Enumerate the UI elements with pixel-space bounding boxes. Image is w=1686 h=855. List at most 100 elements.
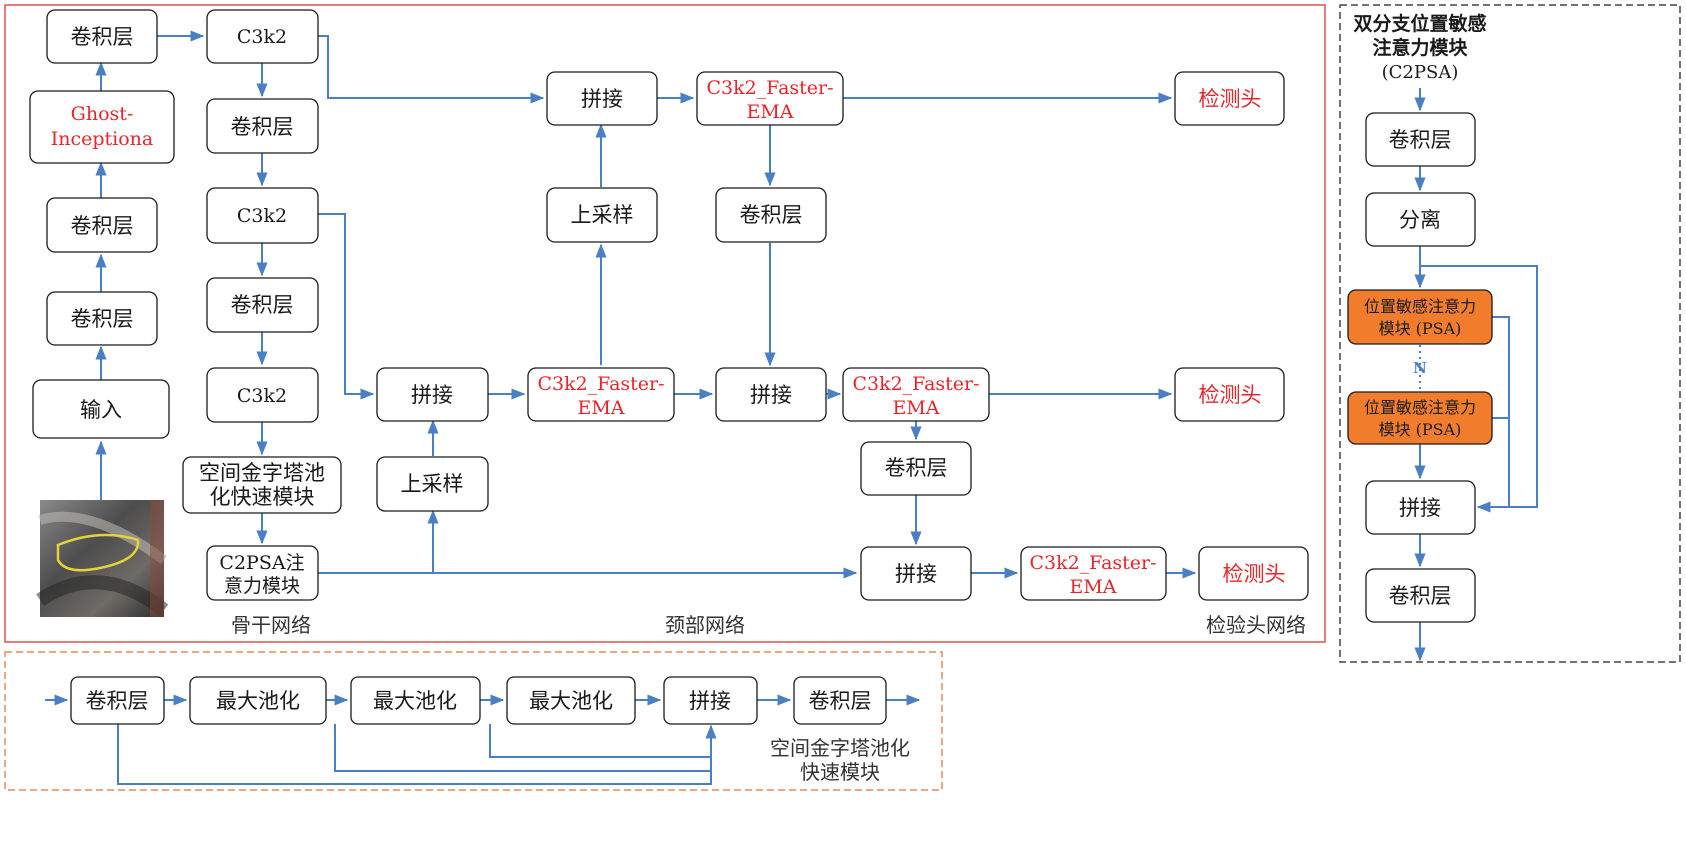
box-label: EMA <box>1069 576 1116 598</box>
box-label: C3k2 <box>237 205 287 227</box>
box-label: 卷积层 <box>740 203 803 227</box>
box-label: EMA <box>746 101 793 123</box>
box-label: 位置敏感注意力 <box>1364 297 1476 316</box>
conv-box <box>1365 112 1476 167</box>
conv-box <box>46 9 158 64</box>
concat-box <box>663 676 758 725</box>
connectors <box>45 30 1538 785</box>
arrow <box>489 724 711 758</box>
ghost-inception-box <box>29 90 175 164</box>
box-label: 卷积层 <box>71 25 134 49</box>
c2psa-box <box>206 545 319 601</box>
c3k2-box <box>206 187 319 244</box>
box-label: C3k2 <box>237 385 287 407</box>
box-label: 意力模块 <box>224 575 300 597</box>
box-label: C3k2_Faster- <box>852 373 979 395</box>
maxpool-box <box>350 676 481 725</box>
concat-box <box>376 367 489 422</box>
arrow <box>334 724 711 772</box>
box-label: 卷积层 <box>71 214 134 238</box>
box-label: 分离 <box>1399 208 1441 232</box>
c3k2-box <box>206 367 319 423</box>
box-label: 拼接 <box>581 87 623 111</box>
box-label: 检测头 <box>1199 87 1262 111</box>
arrow <box>318 213 375 400</box>
conv-box <box>46 291 158 346</box>
conv-box <box>46 197 158 253</box>
box-label: 拼接 <box>895 562 937 586</box>
box-label: C3k2_Faster- <box>1029 552 1156 574</box>
c3k2-faster-ema-box <box>1020 546 1167 601</box>
detection-head-box <box>1174 367 1285 422</box>
sppf-box <box>182 456 342 514</box>
conv-box <box>1365 568 1476 623</box>
head-label: 检验头网络 <box>1206 613 1306 637</box>
box-label: 卷积层 <box>1389 128 1452 152</box>
c2psa-detail-frame <box>1339 4 1681 663</box>
backbone-label: 骨干网络 <box>231 613 311 637</box>
conv-box <box>206 277 319 333</box>
concat-box <box>715 367 827 422</box>
box-label: 拼接 <box>1399 496 1441 520</box>
box-label: C3k2_Faster- <box>537 373 664 395</box>
box-label: 模块 (PSA) <box>1379 319 1462 338</box>
box-label: 检测头 <box>1223 562 1286 586</box>
box-label: 空间金字塔池 <box>199 461 325 485</box>
input-box <box>32 379 170 439</box>
upsample-box <box>546 187 658 243</box>
box-label: EMA <box>577 397 624 419</box>
box-label: 卷积层 <box>86 689 149 713</box>
maxpool-box <box>189 676 327 725</box>
detection-head-box <box>1198 546 1309 601</box>
maxpool-box <box>506 676 636 725</box>
box-label: 上采样 <box>571 203 634 227</box>
box-label: 卷积层 <box>809 689 872 713</box>
conv-box <box>715 187 827 243</box>
arrow <box>1492 316 1510 507</box>
box-label: 最大池化 <box>529 689 613 713</box>
box-label: 卷积层 <box>1389 584 1452 608</box>
sppf-detail-frame <box>4 651 943 791</box>
box-label: Inceptiona <box>51 128 154 150</box>
box-label: 输入 <box>80 398 122 422</box>
arrow <box>117 724 717 785</box>
c2psa-title: 双分支位置敏感 <box>1353 12 1486 35</box>
repeat-n-label: N <box>1413 359 1427 377</box>
box-label: C2PSA注 <box>219 552 304 574</box>
box-label: C3k2 <box>237 26 287 48</box>
box-label: 卷积层 <box>885 456 948 480</box>
box-label: EMA <box>892 397 939 419</box>
box-label: 检测头 <box>1199 383 1262 407</box>
conv-box <box>70 676 165 725</box>
box-label: Ghost- <box>71 103 134 125</box>
box-label: 卷积层 <box>71 307 134 331</box>
c3k2-faster-ema-box <box>696 71 844 126</box>
c2psa-title: (C2PSA) <box>1382 62 1459 83</box>
psa-box <box>1347 289 1493 345</box>
box-label: 拼接 <box>689 689 731 713</box>
sppf-label: 快速模块 <box>800 760 880 784</box>
conv-box <box>793 676 887 725</box>
box-label: 上采样 <box>401 472 464 496</box>
upsample-box <box>376 456 489 512</box>
box-label: 最大池化 <box>216 689 300 713</box>
concat-box <box>546 71 658 126</box>
box-label: 卷积层 <box>231 115 294 139</box>
concat-box <box>1365 480 1476 535</box>
c3k2-box <box>206 9 319 64</box>
neck-label: 颈部网络 <box>665 613 745 637</box>
main-network-frame <box>4 4 1326 643</box>
sppf-label: 空间金字塔池化 <box>770 736 910 760</box>
box-label: 拼接 <box>750 383 792 407</box>
box-label: 位置敏感注意力 <box>1364 398 1476 417</box>
conv-box <box>206 98 319 154</box>
box-label: 最大池化 <box>373 689 457 713</box>
c3k2-faster-ema-box <box>842 367 990 422</box>
inspection-photo <box>36 500 169 617</box>
split-box <box>1365 192 1476 247</box>
box-label: C3k2_Faster- <box>706 77 833 99</box>
conv-box <box>860 441 972 496</box>
c3k2-faster-ema-box <box>527 367 675 422</box>
box-label: 拼接 <box>411 383 453 407</box>
